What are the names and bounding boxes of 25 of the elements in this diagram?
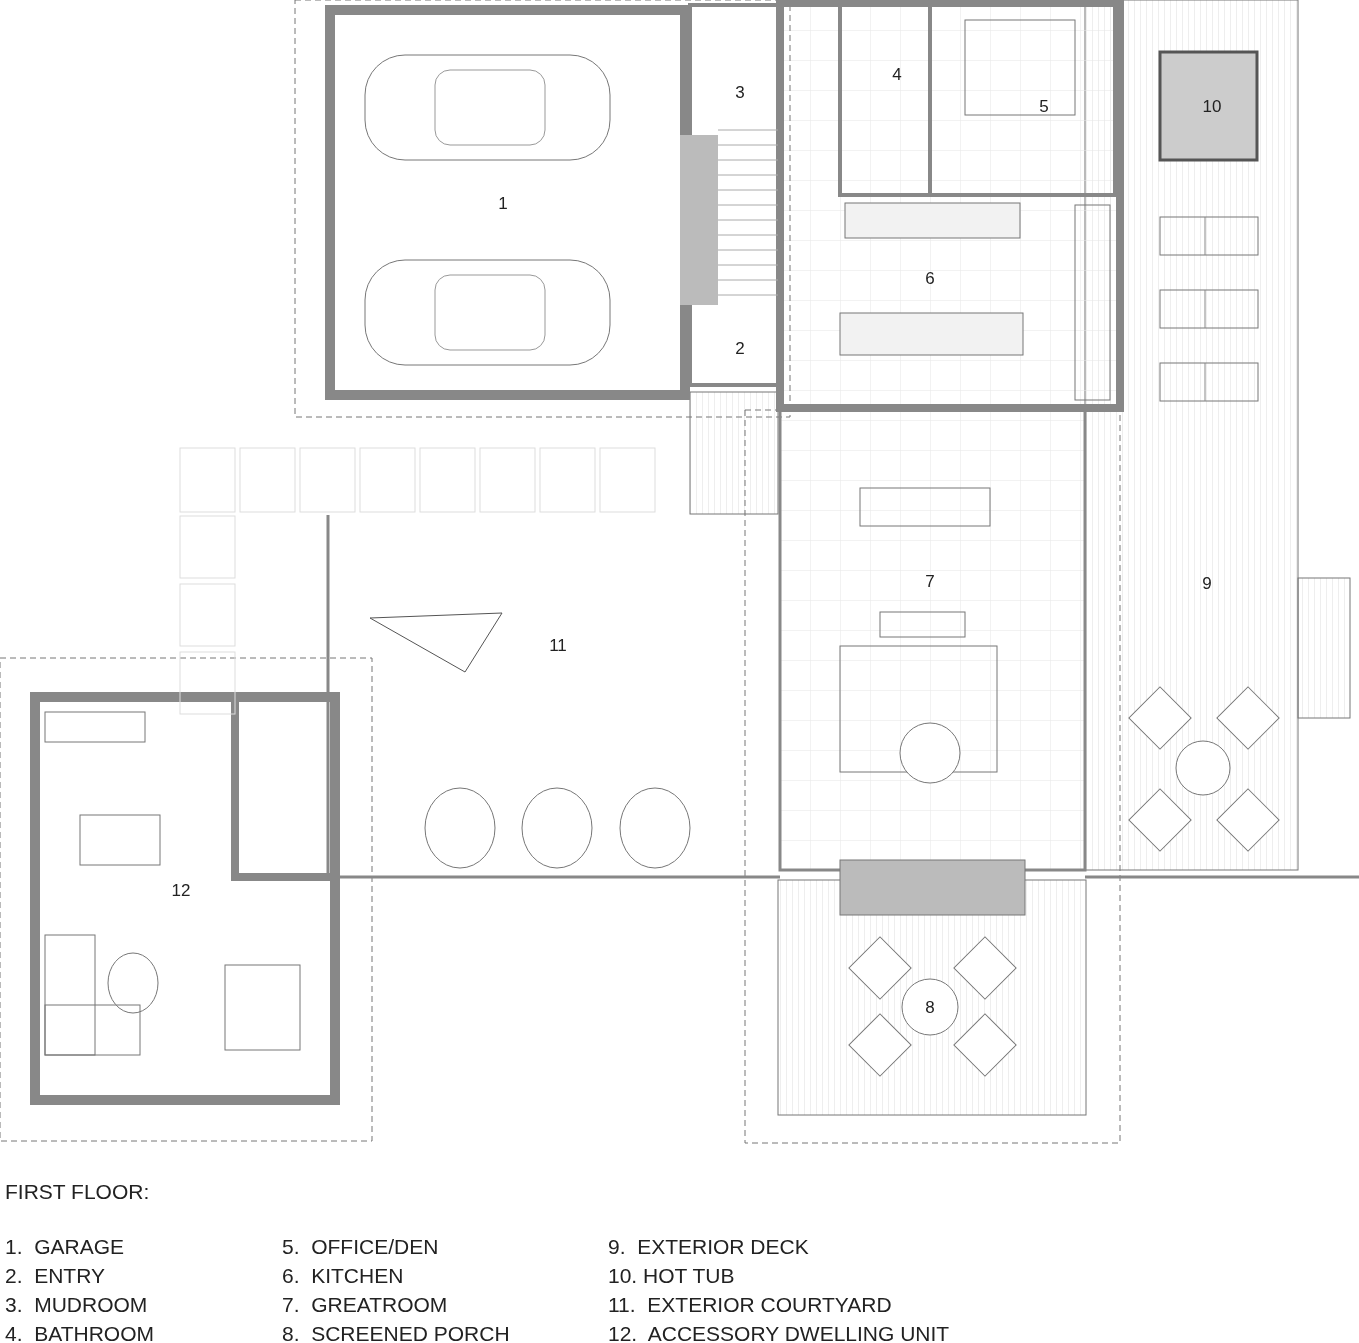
room-number: 6 xyxy=(925,269,935,287)
legend-item: 10. HOT TUB xyxy=(608,1265,735,1286)
room-number: 9 xyxy=(1202,574,1212,592)
room-number: 8 xyxy=(925,998,935,1016)
room-number: 12 xyxy=(171,881,191,899)
room-number: 11 xyxy=(549,636,567,654)
plan-title: FIRST FLOOR: xyxy=(5,1181,150,1202)
legend-item: 12. ACCESSORY DWELLING UNIT xyxy=(608,1323,950,1343)
room-number: 2 xyxy=(735,339,745,357)
room-number: 5 xyxy=(1039,97,1049,115)
room-number: 3 xyxy=(735,83,745,101)
legend-item: 3. MUDROOM xyxy=(5,1294,148,1315)
legend-item: 1. GARAGE xyxy=(5,1236,125,1257)
room-number: 7 xyxy=(925,572,935,590)
legend-item: 2. ENTRY xyxy=(5,1265,105,1286)
legend-item: 7. GREATROOM xyxy=(282,1294,448,1315)
legend-item: 9. EXTERIOR DECK xyxy=(608,1236,809,1257)
legend-item: 4. BATHROOM xyxy=(5,1323,154,1343)
room-number: 1 xyxy=(498,194,508,212)
legend-item: 5. OFFICE/DEN xyxy=(282,1236,439,1257)
legend-item: 11. EXTERIOR COURTYARD xyxy=(608,1294,892,1315)
legend-item: 6. KITCHEN xyxy=(282,1265,404,1286)
legend-item: 8. SCREENED PORCH xyxy=(282,1323,510,1343)
room-number: 4 xyxy=(892,65,902,83)
room-number: 10 xyxy=(1202,97,1222,115)
